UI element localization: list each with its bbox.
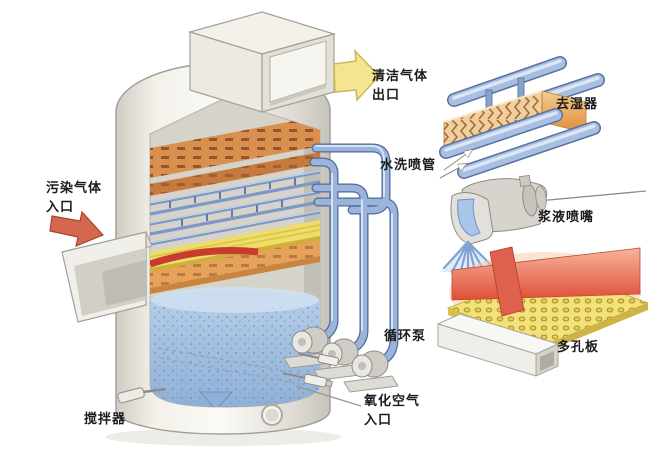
- label-polluted-gas-inlet-line1: 污染气体: [46, 181, 103, 196]
- label-oxidation-air-inlet-line2: 入口: [364, 412, 393, 428]
- polluted-gas-inlet-arrow-icon: [49, 210, 105, 247]
- agitator-device: [117, 387, 166, 404]
- label-clean-gas-outlet-line1: 清洁气体: [372, 69, 429, 84]
- oxidation-air-lances: [282, 352, 362, 407]
- label-perforated-plate: 多孔板: [557, 340, 600, 355]
- label-oxidation-air-inlet: 氧化空气 入口: [364, 393, 420, 431]
- tower-ground-shadow: [105, 428, 341, 446]
- spray-nozzle-ticks: [169, 178, 296, 226]
- internal-spray-headers: [150, 170, 320, 246]
- detail-demister: [439, 56, 605, 179]
- plate-support-beam: [436, 313, 560, 377]
- plate-wall-vertical: [489, 246, 525, 317]
- label-clean-gas-outlet-line2: 出口: [372, 87, 401, 103]
- label-oxidation-air-inlet-line1: 氧化空气: [364, 394, 421, 409]
- internal-inlet-arc: [150, 247, 259, 268]
- tower-porthole: [261, 404, 283, 426]
- detail-perforated-plate: [436, 246, 648, 377]
- label-polluted-gas-inlet: 污染气体 入口: [46, 180, 102, 218]
- label-clean-gas-outlet: 清洁气体 出口: [372, 68, 428, 106]
- wash-pipe-pointer-arrows: [439, 150, 472, 179]
- label-agitator: 搅拌器: [84, 412, 127, 427]
- label-polluted-gas-inlet-line2: 入口: [46, 199, 75, 215]
- label-circulation-pump: 循环泵: [384, 329, 427, 344]
- clean-gas-outlet-arrow-icon: [333, 48, 381, 102]
- label-slurry-spray-nozzle: 浆液喷嘴: [538, 210, 595, 225]
- label-water-wash-spray-pipe: 水洗喷管: [380, 158, 437, 173]
- label-demister: 去湿器: [556, 97, 599, 112]
- gas-outlet-duct: [187, 11, 337, 113]
- gas-inlet-duct: [61, 231, 153, 323]
- internal-sparger-lattice: [157, 347, 303, 385]
- tower-internals: [150, 116, 320, 407]
- detail-slurry-nozzle: [440, 174, 647, 279]
